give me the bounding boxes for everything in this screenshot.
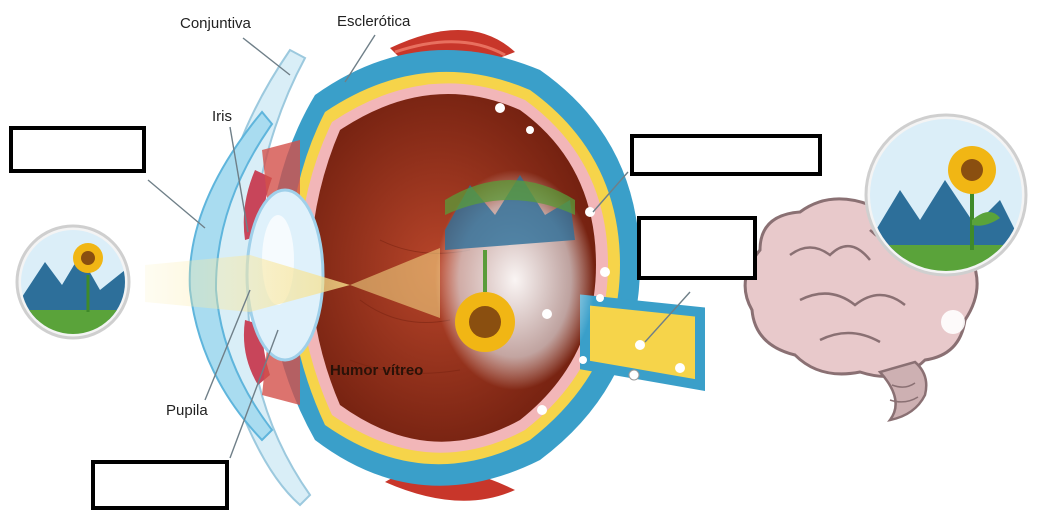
label-pupila: Pupila [166,402,208,419]
label-conjuntiva: Conjuntiva [180,15,251,32]
blank-retina-box[interactable] [630,134,822,176]
sunflower-scene-icon [866,115,1026,275]
blank-optic-nerve-box[interactable] [637,216,757,280]
blank-cornea-box[interactable] [9,126,146,173]
label-humor-vitreo: Humor vítreo [330,362,423,379]
label-esclerotica: Esclerótica [337,13,410,30]
sunflower-scene-icon [17,226,130,338]
label-iris: Iris [212,108,232,125]
blank-lens-box[interactable] [91,460,229,510]
